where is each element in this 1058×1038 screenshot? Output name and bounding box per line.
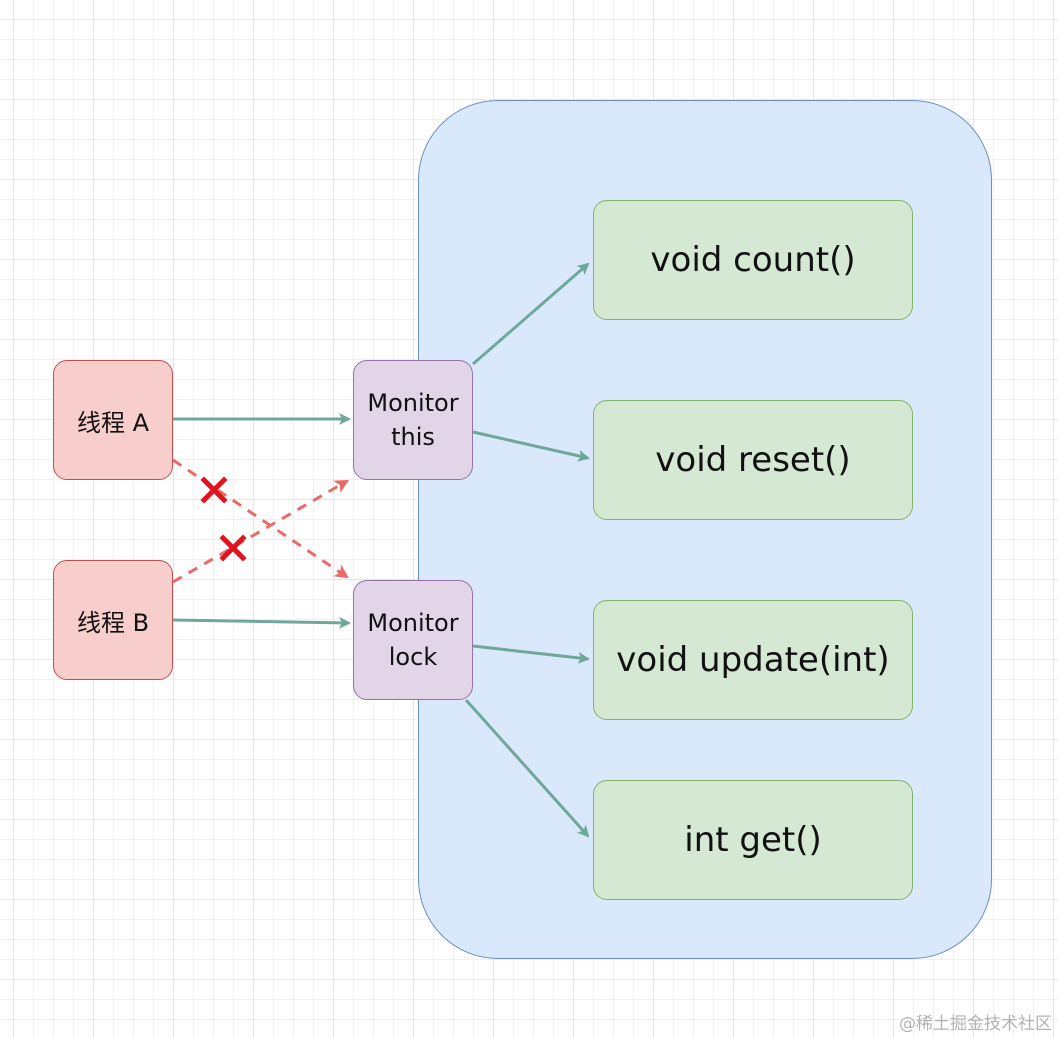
arrow-monitor-this-to-reset — [472, 430, 590, 462]
method-reset-node: void reset() — [593, 400, 913, 520]
monitor-this-node: Monitor this — [353, 360, 473, 480]
thread-b-label: 线程 B — [76, 608, 150, 637]
method-get-label: int get() — [684, 820, 822, 860]
thread-b-node: 线程 B — [53, 560, 173, 680]
method-reset-label: void reset() — [655, 440, 851, 480]
blocked-arrow-thread-b-to-monitor-this — [172, 479, 350, 584]
monitor-lock-line1: Monitor — [367, 609, 459, 637]
thread-a-node: 线程 A — [53, 360, 173, 480]
block-x-icon-a — [200, 476, 228, 504]
arrow-thread-b-to-monitor-lock — [172, 616, 351, 629]
thread-a-label: 线程 A — [76, 408, 150, 437]
method-get-node: int get() — [593, 780, 913, 900]
monitor-lock-line2: lock — [388, 643, 438, 671]
arrow-monitor-this-to-count — [472, 262, 590, 366]
arrow-monitor-lock-to-update — [472, 644, 590, 664]
arrow-monitor-lock-to-get — [464, 698, 590, 838]
method-update-label: void update(int) — [616, 640, 890, 680]
method-update-node: void update(int) — [593, 600, 913, 720]
watermark: @稀土掘金技术社区 — [899, 1014, 1052, 1034]
method-count-label: void count() — [650, 240, 856, 280]
block-x-icon-b — [219, 534, 247, 562]
monitor-lock-node: Monitor lock — [353, 580, 473, 700]
blocked-arrow-thread-a-to-monitor-lock — [172, 458, 349, 579]
method-count-node: void count() — [593, 200, 913, 320]
monitor-this-line1: Monitor — [367, 389, 459, 417]
monitor-this-line2: this — [391, 423, 435, 451]
